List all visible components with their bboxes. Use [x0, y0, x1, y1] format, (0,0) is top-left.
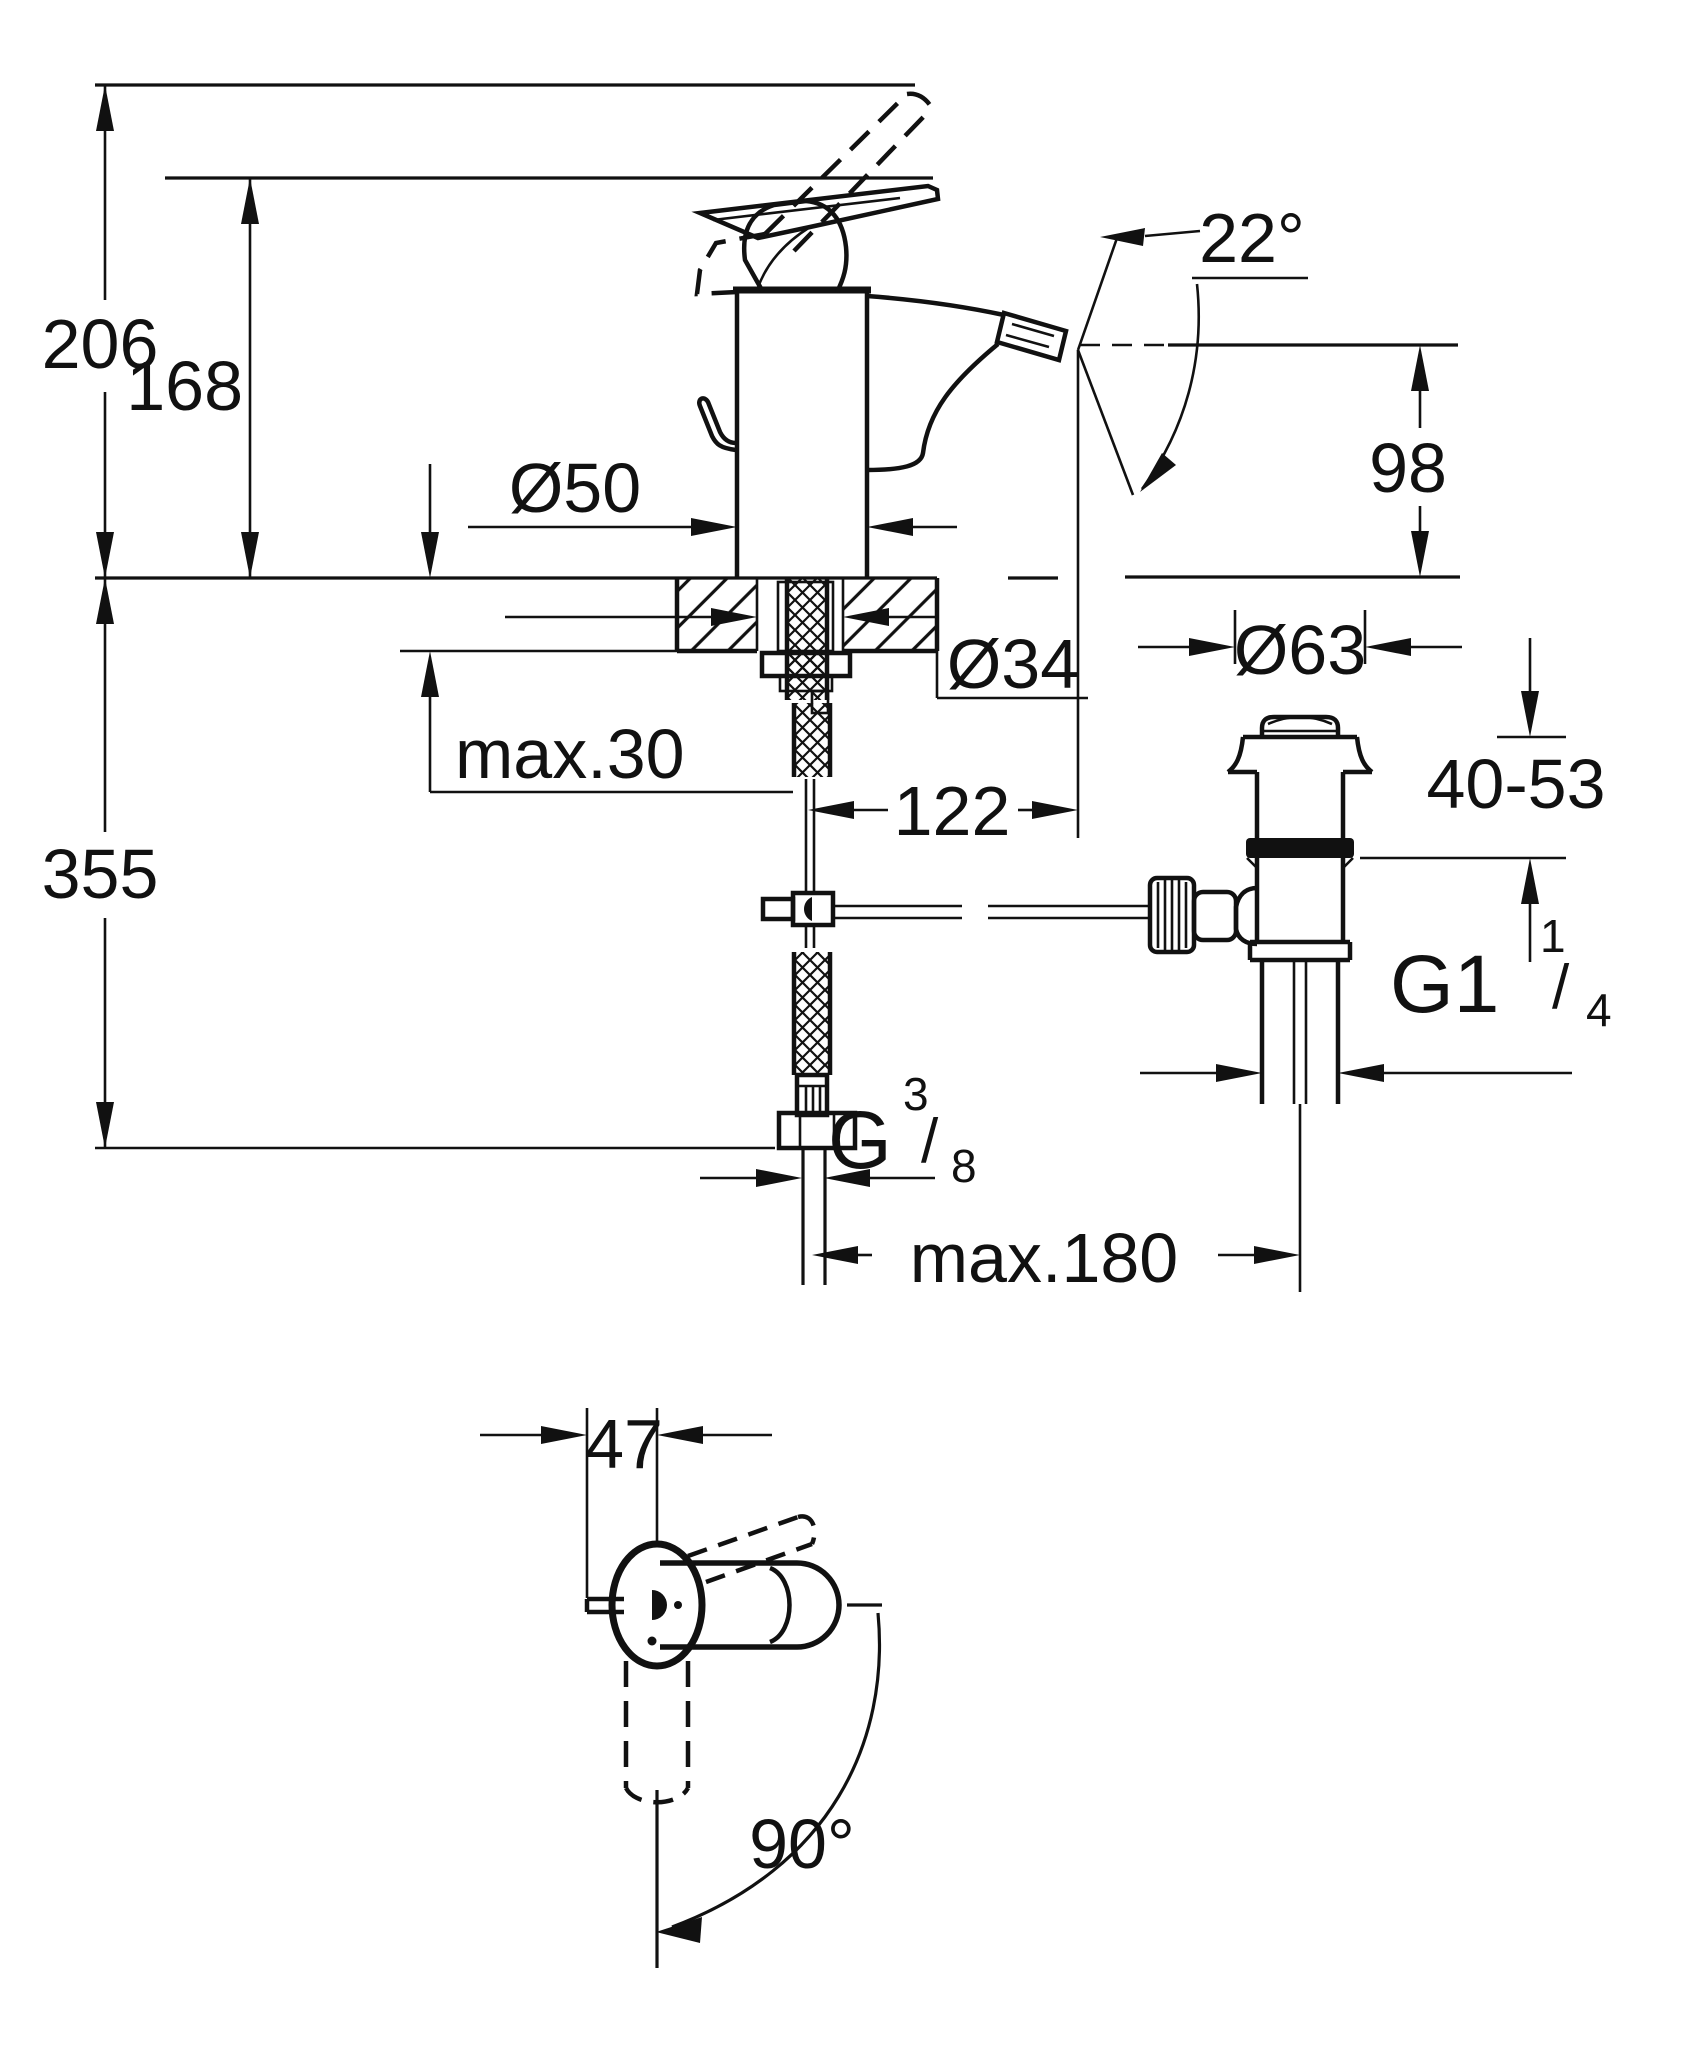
dimension-deck-thickness: max.30: [400, 464, 793, 794]
dim-label-g38: G 3 / 8: [828, 1068, 977, 1192]
dimension-body-diameter: Ø50: [468, 449, 957, 536]
dim-label-22deg: 22°: [1199, 199, 1305, 277]
dimension-height-355: 355: [42, 578, 775, 1150]
dim-label-max30: max.30: [455, 715, 685, 793]
annotation-swivel-angle: 90°: [655, 1603, 882, 1968]
reference-lines: [95, 83, 1460, 580]
dimension-height-206: 206: [42, 85, 159, 578]
deck-cross-section: [674, 578, 940, 654]
dim-label-d50: Ø50: [509, 449, 641, 527]
dim-label-d34: Ø34: [947, 625, 1079, 703]
dim-label-d63: Ø63: [1234, 611, 1366, 689]
annotation-spout-angle: 22°: [1076, 199, 1308, 838]
dim-label-90deg: 90°: [749, 1805, 855, 1883]
dim-label-max180: max.180: [910, 1219, 1178, 1297]
dimension-handle-width: 47: [480, 1405, 772, 1598]
dimension-spout-height: 98: [1369, 345, 1447, 577]
dimension-waste-thread: G1 1 / 4: [1140, 910, 1612, 1082]
dim-label-206: 206: [42, 305, 159, 383]
dim-label-g114: G1 1 / 4: [1390, 910, 1612, 1036]
dim-label-47: 47: [585, 1405, 663, 1483]
faucet-body: [697, 286, 1069, 578]
dimension-supply-thread: G 3 / 8: [700, 1068, 977, 1192]
dimension-rod-reach: max.180: [812, 1219, 1300, 1297]
dimension-waste-flange-diameter: Ø63: [1138, 610, 1462, 689]
dim-label-355: 355: [42, 835, 159, 913]
shank-and-supply-hose: [759, 578, 858, 1285]
faucet-handle: [691, 91, 941, 297]
faucet-top-view: [584, 1514, 842, 1805]
pop-up-waste: [1147, 714, 1374, 1292]
dim-label-168: 168: [126, 347, 243, 425]
dim-label-98: 98: [1369, 429, 1447, 507]
dim-label-122: 122: [894, 772, 1011, 850]
dimension-height-168: 168: [126, 178, 259, 578]
dimension-spout-reach: 122: [808, 772, 1078, 850]
dim-label-40-53: 40-53: [1426, 745, 1605, 823]
pop-up-pull-rod: [760, 779, 1150, 948]
dimension-clamping-range: 40-53: [1360, 638, 1606, 962]
